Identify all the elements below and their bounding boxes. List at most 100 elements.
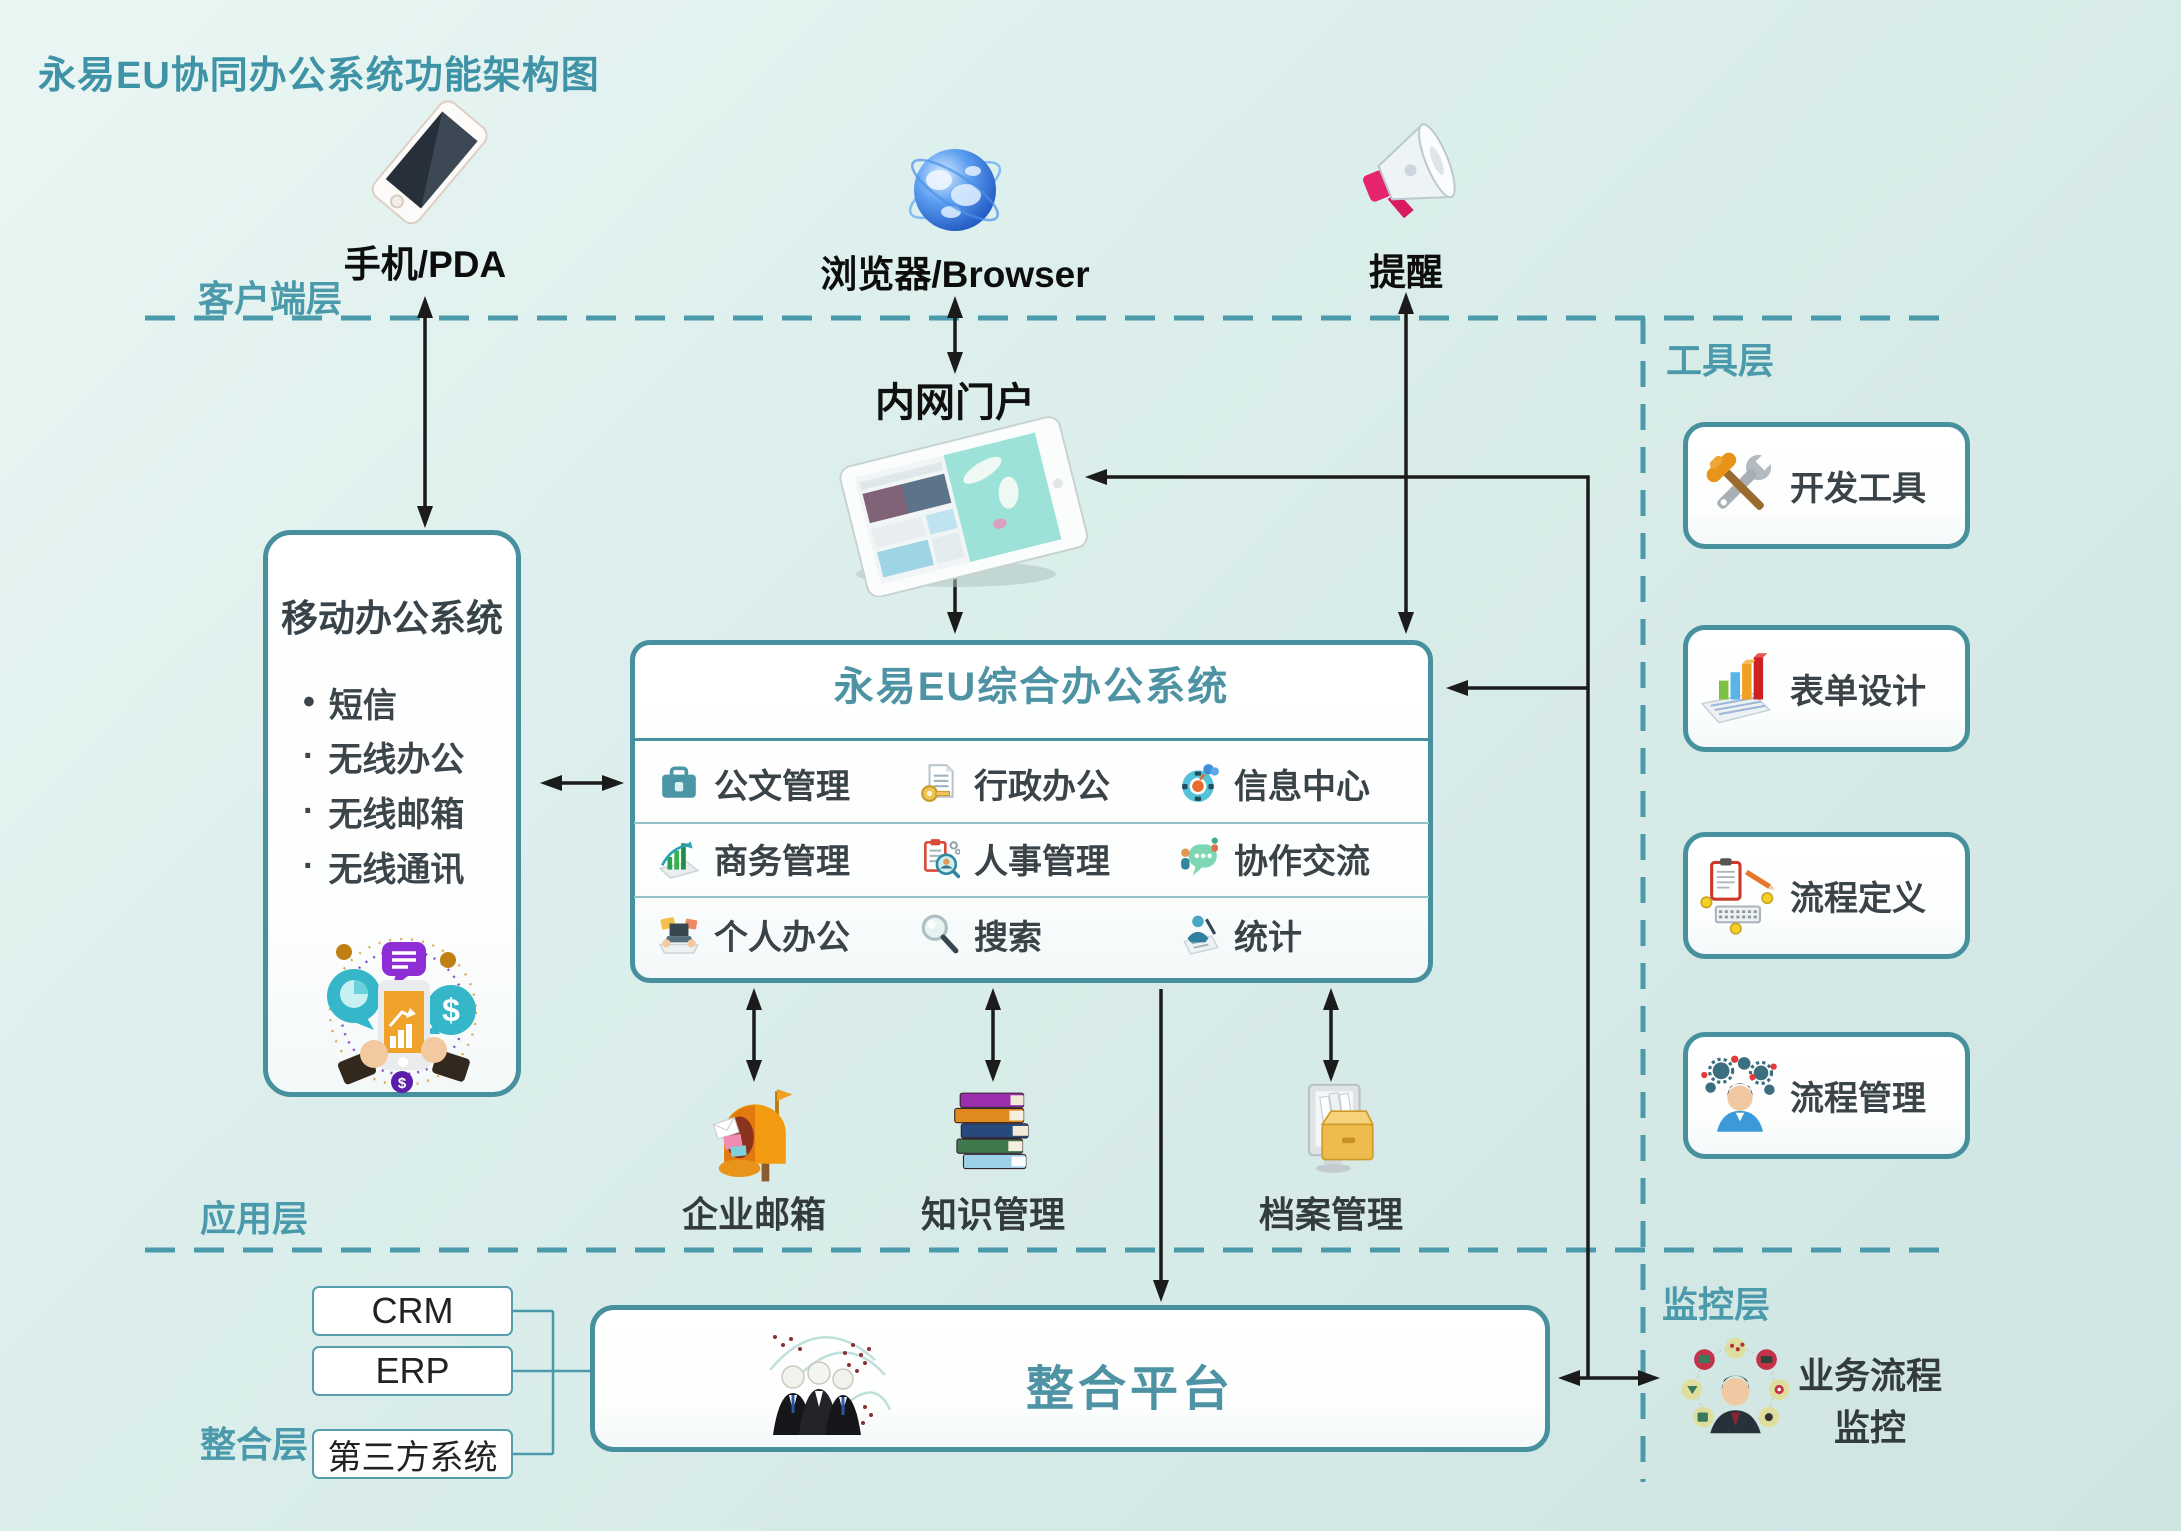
bullet: ·	[303, 736, 315, 775]
bar-chart-icon	[658, 841, 700, 879]
module-business-management: 商务管理	[658, 830, 913, 886]
layer-label-client: 客户端层	[198, 278, 343, 319]
briefcase-icon	[662, 766, 696, 798]
bullet: •	[303, 682, 315, 721]
mobile-item-label: 无线办公	[328, 740, 465, 779]
module-label: 公文管理	[714, 767, 850, 806]
main-title-divider	[632, 738, 1431, 741]
module-personal-office: 个人办公	[658, 906, 913, 962]
integration-platform-label: 整合平台	[1025, 1363, 1234, 1416]
module-info-center: 信息中心	[1178, 755, 1433, 811]
client-reminder-label: 提醒	[1369, 252, 1443, 293]
books-icon	[938, 1080, 1048, 1185]
service-archive-label: 档案管理	[1258, 1194, 1403, 1235]
form-design-icon	[1700, 652, 1771, 723]
mailbox-icon	[700, 1078, 810, 1188]
lifebuoy-cloud-icon	[1182, 764, 1219, 802]
mobile-item-wireless-office: · 无线办公	[303, 734, 513, 779]
integration-platform-box	[590, 1305, 1550, 1452]
module-label: 统计	[1234, 918, 1302, 957]
arrow-main-mailbox	[746, 988, 762, 1082]
right-side-bus	[1085, 469, 1660, 1386]
mobile-item-wireless-mail: · 无线邮箱	[303, 789, 513, 834]
tablet-icon	[838, 412, 1089, 598]
client-browser-label: 浏览器/Browser	[820, 254, 1090, 295]
module-search: 搜索	[918, 906, 1173, 962]
mobile-item-sms: • 短信	[303, 680, 513, 725]
globe-icon	[903, 138, 1007, 242]
clipboard-magnifier-icon	[924, 839, 960, 879]
process-monitor-label-line1: 业务流程	[1797, 1355, 1942, 1396]
module-label: 行政办公	[974, 767, 1110, 806]
mobile-payment-illustration: $ $	[318, 930, 488, 1095]
tool-label: 流程管理	[1790, 1080, 1926, 1118]
arrow-main-platform	[1153, 989, 1169, 1302]
module-statistics: 统计	[1178, 906, 1433, 962]
tool-form-design: 表单设计	[1683, 625, 1970, 752]
external-system-third-party: 第三方系统	[312, 1429, 513, 1479]
process-monitor-label: 业务流程 监控	[1770, 1350, 1970, 1454]
portal-label: 内网门户	[875, 381, 1035, 425]
tool-process-management: 流程管理	[1683, 1032, 1970, 1159]
layer-label-integration: 整合层	[200, 1424, 309, 1465]
module-label: 商务管理	[714, 842, 850, 881]
megaphone-icon	[1350, 118, 1465, 233]
main-row-divider	[634, 822, 1429, 824]
external-systems-connectors	[513, 1309, 592, 1456]
mobile-item-label: 无线邮箱	[328, 795, 465, 834]
tool-label: 开发工具	[1790, 470, 1926, 508]
module-hr-management: 人事管理	[918, 830, 1173, 886]
external-system-crm: CRM	[312, 1286, 513, 1336]
tool-label: 流程定义	[1790, 880, 1926, 918]
bullet: ·	[303, 791, 315, 830]
mobile-system-title: 移动办公系统	[281, 598, 503, 639]
wrench-hammer-icon	[1706, 451, 1775, 510]
layer-label-tools: 工具层	[1666, 340, 1775, 381]
client-phone-label: 手机/PDA	[343, 244, 507, 285]
service-knowledge-label: 知识管理	[920, 1194, 1065, 1235]
magnifier-icon	[921, 914, 959, 954]
svg-text:$: $	[442, 992, 460, 1028]
arrow-reminder-main-system	[1398, 292, 1414, 634]
service-mail-label: 企业邮箱	[681, 1194, 826, 1235]
arrow-main-archive	[1323, 988, 1339, 1082]
module-document-management: 公文管理	[658, 755, 913, 811]
module-label: 搜索	[974, 918, 1042, 957]
tool-label: 表单设计	[1790, 673, 1926, 711]
mobile-item-label: 短信	[328, 686, 397, 725]
module-admin-office: 行政办公	[918, 755, 1173, 811]
person-gears-icon	[1701, 1055, 1777, 1132]
tool-process-definition: 流程定义	[1683, 832, 1970, 959]
people-chat-icon	[1181, 837, 1218, 876]
main-system-title: 永易EU综合办公系统	[833, 665, 1230, 709]
layer-label-application: 应用层	[200, 1198, 309, 1239]
main-system-box	[630, 640, 1433, 983]
integration-people-icon	[745, 1315, 905, 1445]
module-label: 协作交流	[1234, 842, 1370, 881]
archive-icon	[1276, 1076, 1386, 1186]
external-system-erp: ERP	[312, 1346, 513, 1396]
arrow-phone-mobile-system	[417, 296, 433, 528]
module-label: 信息中心	[1234, 767, 1370, 806]
tool-dev-tools: 开发工具	[1683, 422, 1970, 549]
layer-label-monitoring: 监控层	[1662, 1284, 1771, 1325]
arrow-mobile-main-system	[540, 775, 624, 791]
mobile-item-label: 无线通讯	[328, 850, 465, 889]
arrow-main-knowledge	[985, 988, 1001, 1082]
clipboard-pencil-keyboard-icon	[1700, 857, 1775, 935]
main-row-divider	[634, 896, 1429, 898]
workspace-icon	[658, 917, 700, 954]
mobile-item-wireless-comm: · 无线通讯	[303, 844, 513, 889]
process-monitor-label-line2: 监控	[1833, 1407, 1906, 1448]
process-monitor-icon	[1678, 1332, 1793, 1447]
document-key-icon	[921, 764, 954, 802]
module-label: 人事管理	[974, 842, 1110, 881]
svg-text:$: $	[398, 1075, 407, 1092]
bullet: ·	[303, 846, 315, 885]
page-title: 永易EU协同办公系统功能架构图	[38, 55, 600, 97]
arrow-browser-portal	[947, 296, 963, 374]
module-label: 个人办公	[714, 918, 850, 957]
smartphone-icon	[352, 92, 502, 242]
